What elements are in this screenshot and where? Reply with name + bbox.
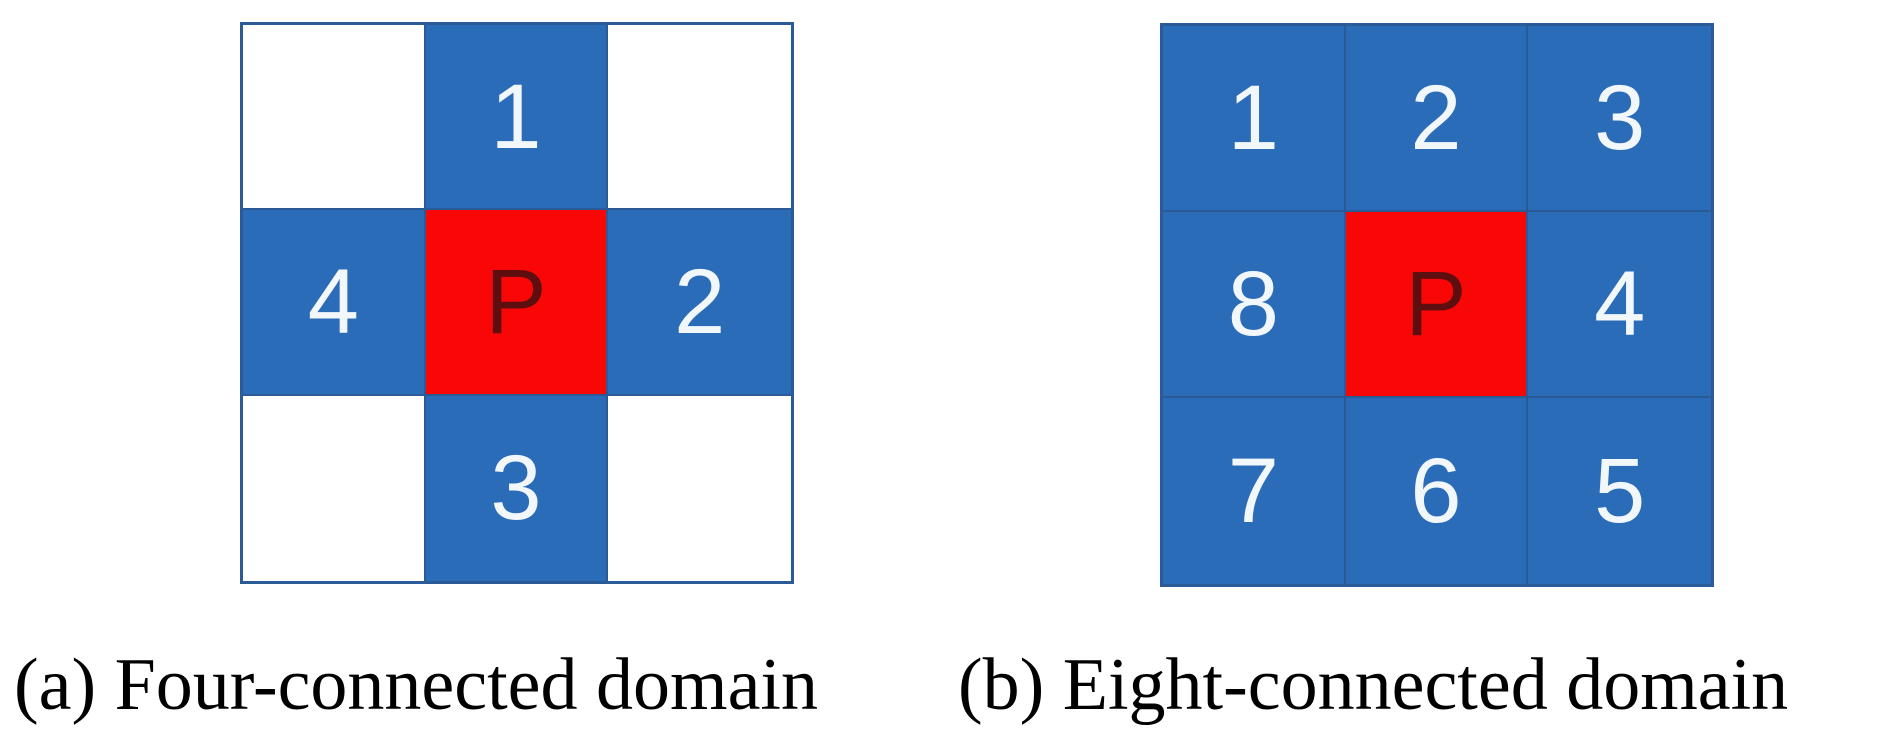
neighbor-cell-7: 7 [1163,398,1346,584]
neighbor-cell-3: 3 [1528,26,1711,212]
center-pixel-cell: P [425,210,609,396]
neighbor-cell-3: 3 [425,395,609,581]
neighbor-cell-2: 2 [1345,26,1529,212]
neighbor-cell-1: 1 [1163,26,1346,212]
neighbor-cell-4: 4 [243,210,426,396]
neighbor-cell-8: 8 [1163,212,1346,398]
neighbor-cell-5: 5 [1528,398,1711,584]
caption-four-connected: (a) Four-connected domain [14,644,818,726]
neighbor-cell-4: 4 [1528,212,1711,398]
empty-cell [608,395,791,581]
neighbor-cell-1: 1 [425,25,609,211]
neighbor-cell-6: 6 [1345,398,1529,584]
neighbor-cell-2: 2 [608,210,791,396]
empty-cell [243,25,426,211]
center-pixel-cell: P [1345,212,1529,398]
empty-cell [243,395,426,581]
caption-eight-connected: (b) Eight-connected domain [958,644,1789,726]
empty-cell [608,25,791,211]
